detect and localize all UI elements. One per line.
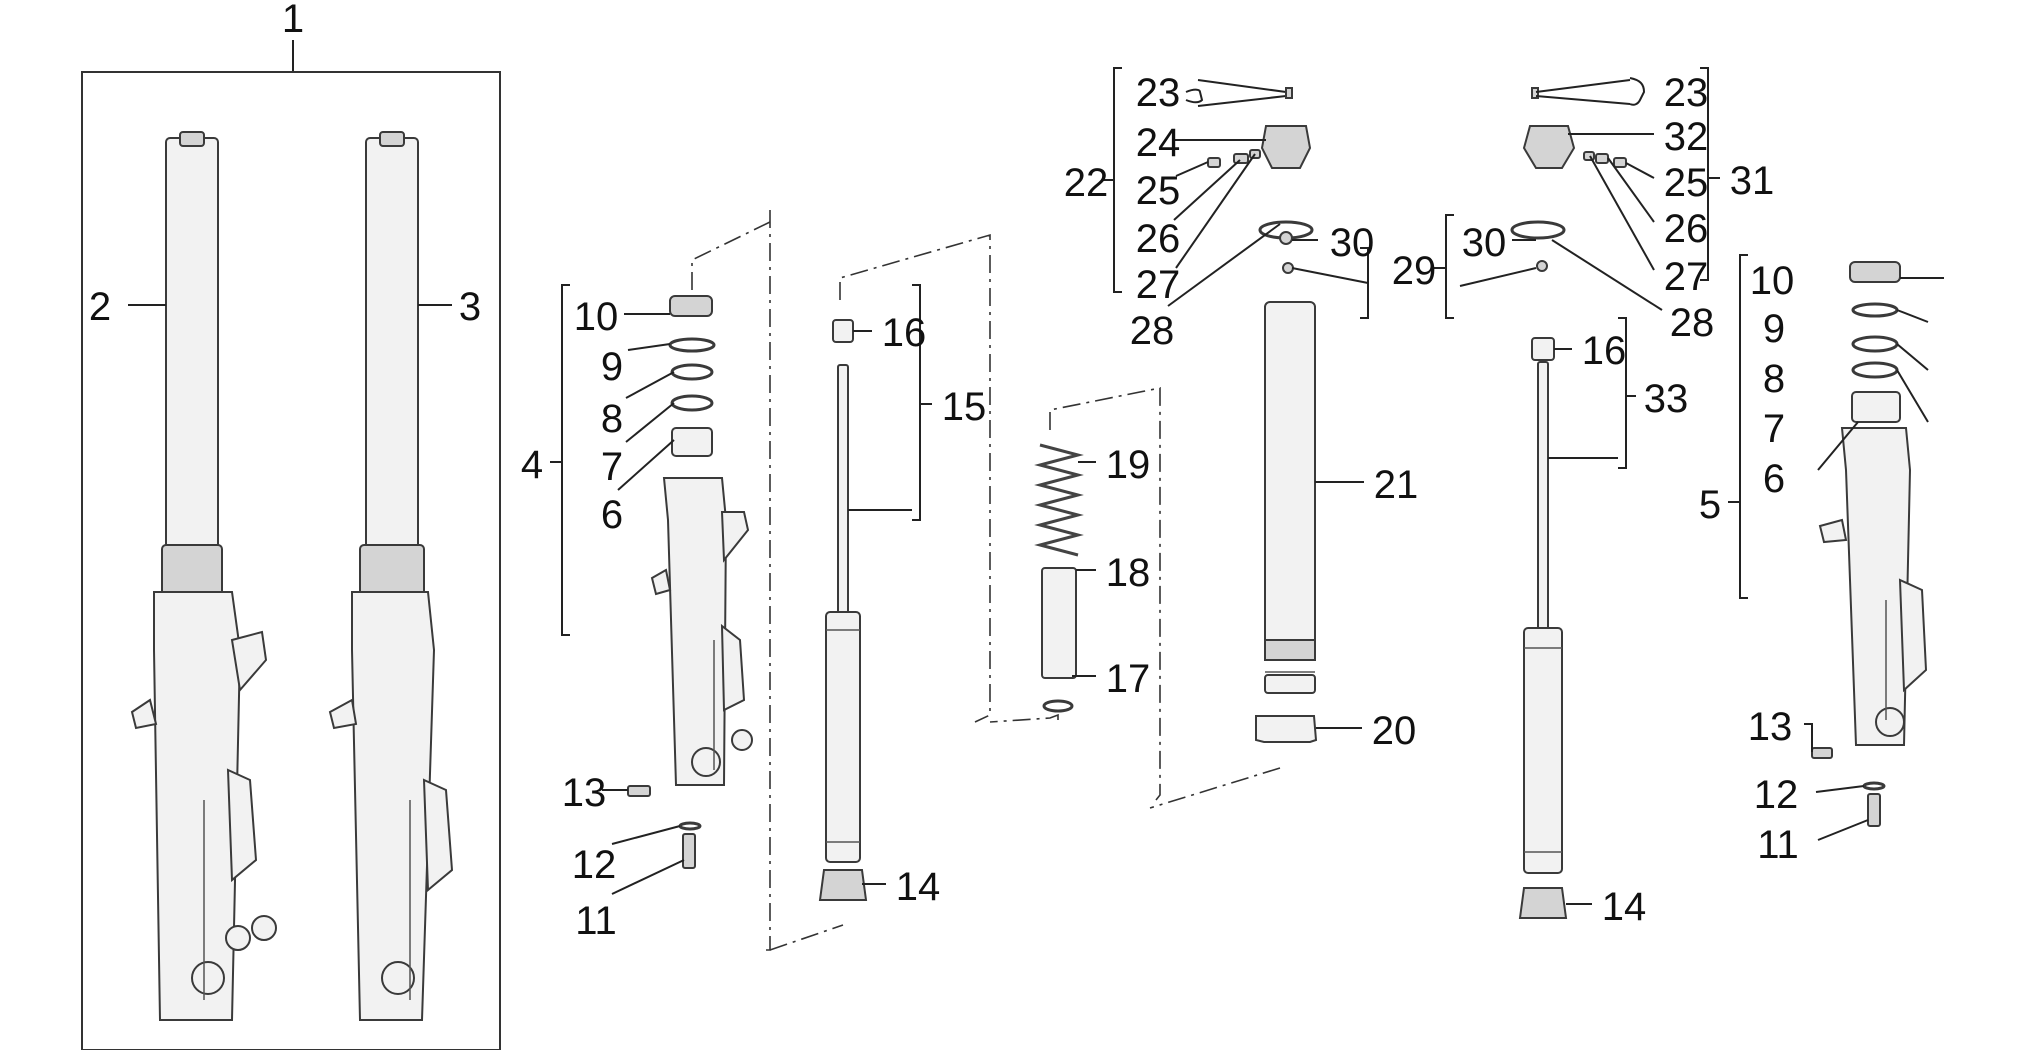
label-13: 13 [562, 771, 607, 815]
label-28b: 28 [1670, 301, 1715, 345]
label-29: 29 [1392, 249, 1437, 293]
label-16: 16 [882, 311, 927, 355]
label-26: 26 [1136, 217, 1181, 261]
label-20: 20 [1372, 709, 1417, 753]
label-32: 32 [1664, 115, 1709, 159]
label-27: 27 [1136, 263, 1181, 307]
label-19: 19 [1106, 443, 1151, 487]
label-1: 1 [282, 0, 304, 41]
label-11: 11 [575, 899, 617, 943]
label-11b: 11 [1757, 823, 1799, 867]
label-18: 18 [1106, 551, 1151, 595]
label-30a: 30 [1330, 221, 1375, 265]
label-22: 22 [1064, 161, 1109, 205]
label-8: 8 [601, 397, 623, 441]
part-number-labels: 1 2 3 4 10 9 8 7 6 13 12 11 16 15 14 19 … [89, 0, 1799, 943]
label-23: 23 [1136, 71, 1181, 115]
label-25b: 25 [1664, 161, 1709, 205]
label-12: 12 [572, 843, 617, 887]
label-6b: 6 [1763, 457, 1785, 501]
label-7b: 7 [1763, 407, 1785, 451]
label-9b: 9 [1763, 307, 1785, 351]
label-10: 10 [574, 295, 619, 339]
label-6: 6 [601, 493, 623, 537]
label-10b: 10 [1750, 259, 1795, 303]
label-30b: 30 [1462, 221, 1507, 265]
fork-leg-2 [130, 131, 277, 1021]
leader-lines [128, 133, 1944, 905]
right-damper-cartridge [1518, 317, 1636, 919]
spring-group [989, 387, 1161, 801]
label-33: 33 [1644, 377, 1689, 421]
label-8b: 8 [1763, 357, 1785, 401]
label-3: 3 [459, 285, 481, 329]
label-21: 21 [1374, 463, 1419, 507]
label-12b: 12 [1754, 773, 1799, 817]
label-23b: 23 [1664, 71, 1709, 115]
left-fork-slider-group [550, 210, 771, 951]
label-9: 9 [601, 345, 623, 389]
label-16b: 16 [1582, 329, 1627, 373]
right-fork-slider-group [1728, 254, 1928, 827]
label-31: 31 [1730, 159, 1775, 203]
label-25: 25 [1136, 169, 1181, 213]
right-cap-assembly [1432, 67, 1720, 319]
label-4: 4 [521, 443, 543, 487]
label-14: 14 [896, 865, 941, 909]
label-28: 28 [1130, 309, 1175, 353]
label-2: 2 [89, 285, 111, 329]
label-15: 15 [942, 385, 987, 429]
label-17: 17 [1106, 657, 1151, 701]
label-13b: 13 [1748, 705, 1793, 749]
left-cap-assembly [1102, 67, 1369, 809]
label-14b: 14 [1602, 885, 1647, 929]
label-5: 5 [1699, 483, 1721, 527]
fork-leg-3 [328, 131, 454, 1021]
label-7: 7 [601, 445, 623, 489]
label-24: 24 [1136, 121, 1181, 165]
complete-fork-assembly [81, 40, 501, 1050]
label-26b: 26 [1664, 207, 1709, 251]
label-27b: 27 [1664, 255, 1709, 299]
left-damper-cartridge [769, 233, 991, 951]
